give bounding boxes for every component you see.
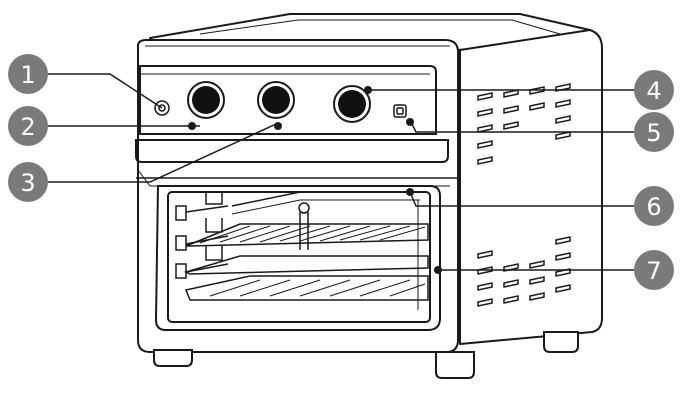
svg-text:3: 3 [20,169,35,197]
leader-6 [409,191,634,207]
function-knob [333,85,371,123]
leader-1 [46,73,163,109]
temperature-knob [187,81,225,119]
callout-leaders [46,73,634,271]
svg-text:7: 7 [646,257,661,285]
callout-badge [634,70,674,110]
svg-text:5: 5 [646,119,661,147]
timer-knob [257,81,295,119]
callout-1: 1 [8,54,48,94]
light-button [393,104,407,118]
oven-interior [175,191,429,310]
callout-badge [634,250,674,290]
callout-badge [8,162,48,202]
svg-text:4: 4 [646,77,661,105]
callout-4: 4 [634,70,674,110]
oven-door [154,185,441,331]
callout-7: 7 [634,250,674,290]
power-indicator-light [154,100,170,116]
callout-badge [634,186,674,226]
callout-2: 2 [8,106,48,146]
callout-5: 5 [634,112,674,152]
svg-text:2: 2 [20,113,35,141]
callout-badge [8,54,48,94]
leader-dots [188,86,442,274]
callout-badge [634,112,674,152]
callout-badge [8,106,48,146]
svg-text:6: 6 [646,193,661,221]
leader-3 [46,123,277,183]
callout-6: 6 [634,186,674,226]
callout-3: 3 [8,162,48,202]
oven-feet [153,331,579,379]
svg-text:1: 1 [20,61,35,89]
